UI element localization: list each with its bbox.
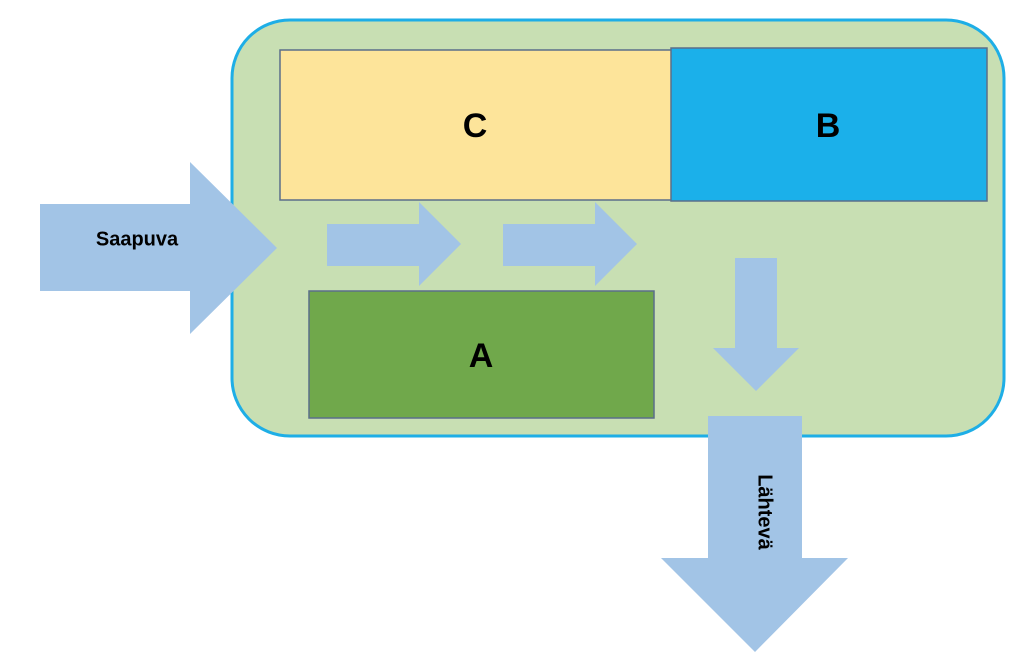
box-c bbox=[279, 49, 673, 201]
box-b bbox=[670, 47, 988, 202]
outgoing-arrow bbox=[661, 416, 848, 652]
incoming-arrow-label: Saapuva bbox=[96, 228, 179, 250]
box-a-label: A bbox=[469, 337, 494, 375]
incoming-arrow bbox=[40, 162, 277, 334]
internal-arrow-1 bbox=[327, 202, 461, 286]
outgoing-arrow-label: Lähtevä bbox=[754, 474, 776, 550]
internal-arrow-down bbox=[713, 258, 799, 391]
box-a bbox=[308, 290, 655, 419]
box-b-label: B bbox=[816, 107, 841, 145]
box-c-label: C bbox=[463, 107, 488, 145]
internal-arrow-2 bbox=[503, 202, 637, 286]
